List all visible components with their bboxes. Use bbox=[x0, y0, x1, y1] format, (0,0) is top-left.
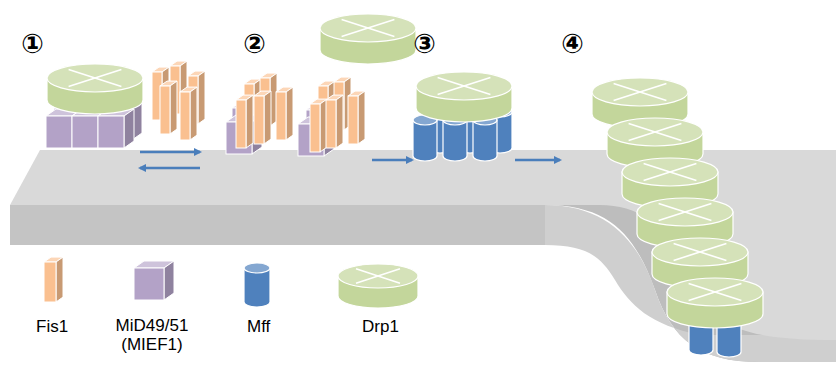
prism-side bbox=[170, 81, 177, 134]
drp1-molecule bbox=[667, 278, 763, 328]
prism-front bbox=[254, 96, 264, 144]
cylinder-top bbox=[338, 264, 418, 288]
callout-number: ④ bbox=[561, 29, 584, 59]
cylinder-top bbox=[637, 198, 733, 226]
prism-front bbox=[310, 104, 320, 152]
prism-side bbox=[164, 261, 174, 300]
prism-side bbox=[56, 257, 63, 302]
prism-side bbox=[246, 95, 253, 148]
callout-number: ③ bbox=[413, 29, 436, 59]
cylinder-top bbox=[622, 158, 718, 186]
fis1-molecule bbox=[236, 95, 253, 148]
cylinder-top bbox=[244, 263, 270, 273]
prism-front bbox=[134, 268, 164, 300]
cylinder-side bbox=[473, 120, 497, 161]
fis1-molecule bbox=[160, 81, 177, 134]
callout-number: ① bbox=[21, 29, 44, 59]
prism-front bbox=[44, 262, 56, 302]
arrows bbox=[140, 152, 560, 168]
membrane bbox=[10, 150, 836, 362]
prism-side bbox=[264, 91, 271, 144]
drp1-molecule bbox=[416, 72, 512, 122]
x-mark bbox=[342, 20, 395, 37]
drp1-molecule bbox=[47, 64, 143, 114]
prism-front bbox=[98, 116, 124, 148]
molecules bbox=[46, 14, 763, 357]
drp1-molecule bbox=[320, 14, 416, 64]
prism-side bbox=[358, 91, 365, 144]
mid49-legend-icon bbox=[134, 261, 174, 300]
prism-front bbox=[236, 100, 246, 148]
drp1-legend-icon bbox=[338, 264, 418, 308]
x-mark bbox=[629, 124, 682, 141]
mid49-molecule bbox=[98, 109, 134, 148]
cylinder-top bbox=[47, 64, 143, 92]
prism-front bbox=[46, 116, 72, 148]
legend-icons bbox=[44, 257, 418, 308]
fis1-molecule bbox=[348, 91, 365, 144]
cylinder-top bbox=[416, 72, 512, 100]
x-mark bbox=[342, 20, 395, 37]
cylinder-top bbox=[320, 14, 416, 42]
arrow bbox=[140, 167, 200, 170]
x-mark bbox=[689, 284, 742, 301]
x-mark bbox=[689, 284, 742, 301]
prism-side bbox=[286, 87, 293, 140]
prism-front bbox=[326, 100, 336, 148]
prism-side bbox=[198, 71, 205, 124]
x-mark bbox=[614, 84, 667, 101]
x-mark bbox=[659, 204, 712, 221]
cylinder-top bbox=[652, 238, 748, 266]
cylinder-top bbox=[667, 278, 763, 306]
x-mark bbox=[644, 164, 697, 181]
fis1-molecule bbox=[326, 95, 343, 148]
prism-front bbox=[276, 92, 286, 140]
x-mark bbox=[629, 124, 682, 141]
x-mark bbox=[356, 269, 400, 283]
cylinder-side bbox=[413, 120, 437, 161]
furrow-top bbox=[600, 205, 836, 340]
legend-label: Mff bbox=[247, 318, 270, 337]
fis1-legend-icon bbox=[44, 257, 63, 302]
arrow bbox=[372, 159, 412, 162]
callout-number: ② bbox=[243, 29, 266, 59]
prism-side bbox=[190, 87, 197, 140]
mff-molecule bbox=[413, 115, 437, 161]
mff-legend-icon bbox=[244, 263, 270, 307]
fis1-molecule bbox=[310, 99, 327, 152]
cylinder-side bbox=[244, 268, 270, 307]
furrow-shade bbox=[545, 205, 836, 362]
prism-front bbox=[160, 86, 170, 134]
prism-side bbox=[336, 95, 343, 148]
membrane-furrow bbox=[545, 205, 836, 362]
cylinder-side bbox=[443, 120, 467, 161]
x-mark bbox=[644, 164, 697, 181]
cylinder-top bbox=[607, 118, 703, 146]
fis1-molecule bbox=[180, 87, 197, 140]
x-mark bbox=[614, 84, 667, 101]
fis1-molecule bbox=[254, 91, 271, 144]
legend-label: Fis1 bbox=[36, 318, 68, 337]
legend-label: Drp1 bbox=[362, 318, 399, 337]
x-mark bbox=[674, 244, 727, 261]
arrow bbox=[515, 159, 560, 162]
legend-label: MiD49/51 (MIEF1) bbox=[109, 317, 195, 354]
x-mark bbox=[438, 78, 491, 95]
x-mark bbox=[438, 78, 491, 95]
prism-side bbox=[124, 109, 134, 148]
fis1-molecule bbox=[276, 87, 293, 140]
x-mark bbox=[356, 269, 400, 283]
prism-front bbox=[348, 96, 358, 144]
prism-front bbox=[180, 92, 190, 140]
x-mark bbox=[69, 70, 122, 87]
x-mark bbox=[674, 244, 727, 261]
cylinder-top bbox=[592, 78, 688, 106]
membrane-side bbox=[10, 205, 545, 245]
x-mark bbox=[659, 204, 712, 221]
x-mark bbox=[69, 70, 122, 87]
prism-front bbox=[72, 116, 98, 148]
arrow bbox=[140, 151, 200, 154]
